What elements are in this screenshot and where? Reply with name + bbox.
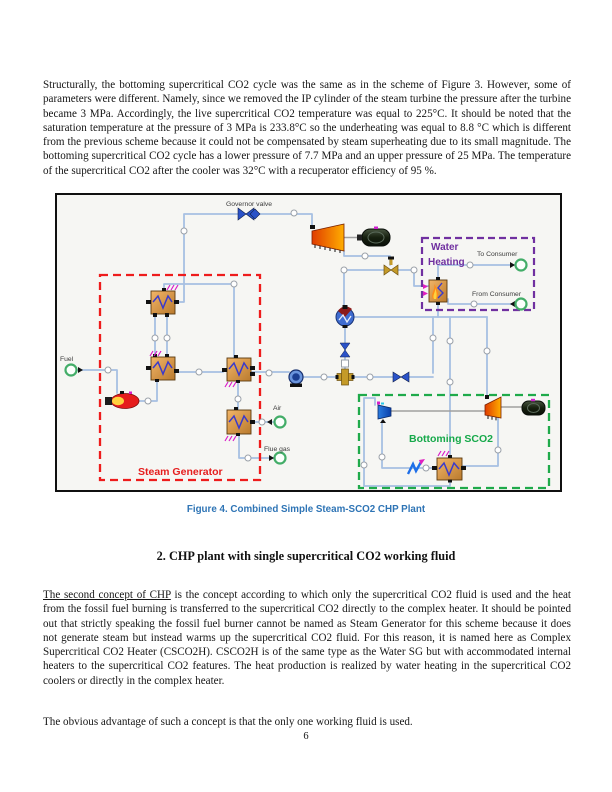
bottoming-sco2-label: Bottoming SCO2	[409, 433, 493, 445]
junction-square	[341, 359, 349, 368]
heat-exchanger-economizer	[222, 355, 255, 388]
from-consumer-label: From Consumer	[472, 291, 522, 298]
paragraph-2-underlined-phrase: The second concept of CHP	[43, 589, 171, 602]
fuel-port	[64, 363, 83, 377]
steam-turbine	[310, 223, 345, 253]
heat-exchanger-evaporator	[146, 350, 179, 382]
stream-nodes	[104, 209, 502, 472]
governor-valve-label: Governor valve	[226, 201, 272, 208]
heat-exchanger-superheater	[146, 284, 179, 317]
figure-caption: Figure 4. Combined Simple Steam-SCO2 CHP…	[186, 504, 426, 515]
flue-gas-label: Flue gas	[264, 446, 291, 453]
feed-pump	[288, 369, 304, 387]
water-heating-region	[420, 236, 536, 312]
page-number: 6	[303, 731, 309, 742]
fuel-label: Fuel	[60, 356, 74, 363]
generator-steam	[357, 226, 391, 247]
sco2-recuperator-hx	[432, 450, 466, 483]
water-heater-hx	[423, 277, 448, 305]
sco2-cooler	[406, 459, 425, 475]
pipes	[76, 213, 516, 487]
air-port	[267, 415, 287, 429]
steam-generator-label: Steam Generator	[138, 466, 223, 478]
to-consumer-label: To Consumer	[477, 251, 518, 258]
section-heading: 2. CHP plant with single supercritical C…	[156, 549, 456, 563]
flue-gas-port	[269, 451, 287, 465]
from-consumer-port	[510, 297, 528, 311]
water-heating-label-1: Water	[431, 242, 459, 253]
heat-exchanger-air-preheater	[224, 407, 255, 442]
chp-plant-schematic: Governor valve Fuel Air Flue gas To Cons…	[60, 201, 551, 490]
generator-sco2	[521, 398, 546, 416]
valve-double-feedline	[392, 371, 410, 383]
deaerator-heater	[335, 305, 355, 328]
mixing-cross-fitting	[335, 368, 355, 386]
steam-generator-region	[98, 273, 262, 482]
three-way-valve	[383, 256, 399, 276]
water-heating-label-2: Heating	[428, 257, 465, 268]
sco2-compressor	[377, 401, 392, 423]
paragraph-2-rest: is the concept according to which only t…	[43, 589, 571, 687]
paragraph-1: Structurally, the bottoming supercritica…	[43, 79, 571, 177]
valve-condensate	[339, 342, 351, 358]
paragraph-2: The second concept of CHP is the concept…	[43, 588, 571, 688]
to-consumer-port	[510, 258, 528, 272]
figure-4-diagram: Governor valve Fuel Air Flue gas To Cons…	[55, 193, 562, 492]
bottoming-sco2-region	[357, 393, 551, 490]
fuel-burner	[105, 391, 140, 409]
paragraph-3: The obvious advantage of such a concept …	[43, 716, 413, 729]
governor-valve	[237, 207, 261, 221]
air-label: Air	[273, 405, 282, 412]
sco2-turbine	[484, 395, 502, 421]
